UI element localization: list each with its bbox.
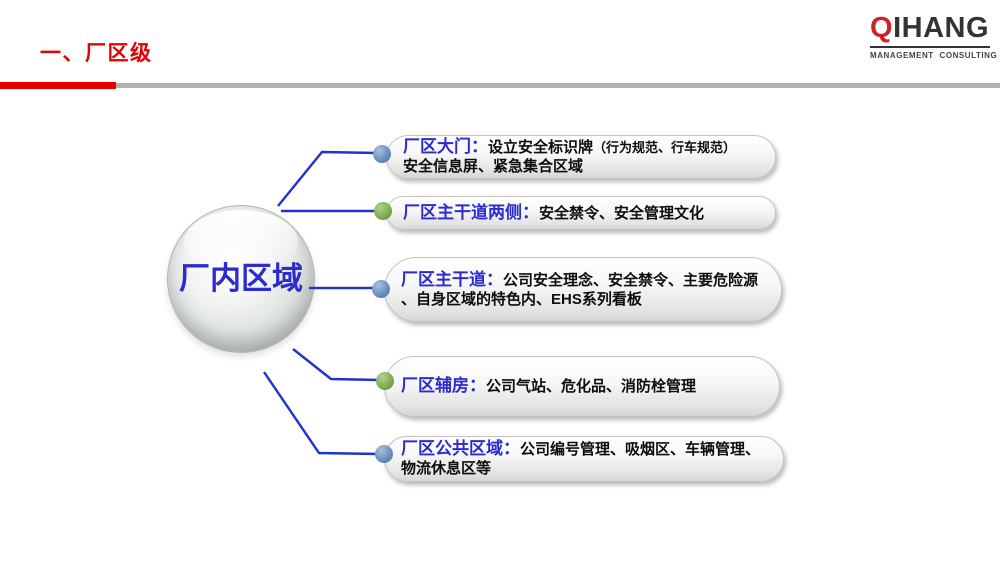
divider-red-segment (0, 82, 116, 89)
pill-title: 厂区主干道两侧： (403, 202, 539, 222)
pill-line2: 安全信息屏、紧急集合区域 (403, 158, 584, 176)
pill-body: 公司编号管理、吸烟区、车辆管理、 (520, 441, 761, 459)
pill-paren-note: （行为规范、行车规范） (593, 140, 737, 156)
pill-line: 厂区主干道两侧：安全禁令、安全管理文化 (403, 203, 763, 224)
node-dot-4 (376, 372, 394, 390)
logo-underline (870, 46, 990, 48)
logo-letter-q: Q (870, 12, 894, 44)
pill-body: 设立安全标识牌 (488, 139, 594, 157)
item-pill-public-areas: 厂区公共区域：公司编号管理、吸烟区、车辆管理、 物流休息区等 (384, 436, 784, 482)
pill-title: 厂区辅房： (401, 376, 486, 396)
pill-body: 安全禁令、安全管理文化 (539, 204, 705, 222)
node-dot-2 (374, 202, 392, 220)
logo-subtitle: MANAGEMENT CONSULTING (870, 51, 998, 60)
item-pill-factory-gate: 厂区大门：设立安全标识牌（行为规范、行车规范） 安全信息屏、紧急集合区域 (386, 135, 776, 179)
pill-body: 公司安全理念、安全禁令、主要危险源 (503, 271, 759, 289)
connector-line-5 (263, 371, 380, 456)
pill-line: 厂区辅房：公司气站、危化品、消防栓管理 (401, 376, 767, 397)
logo-letters-rest: IHANG (893, 12, 990, 44)
pill-line: 厂区大门：设立安全标识牌（行为规范、行车规范） (403, 137, 763, 158)
connector-line-4 (292, 348, 381, 382)
center-node-sphere: 厂内区域 (167, 205, 315, 353)
node-dot-3 (372, 280, 390, 298)
pill-line2: 、自身区域的特色内、EHS系列看板 (401, 290, 642, 308)
pill-line2: 物流休息区等 (401, 460, 492, 478)
node-dot-5 (375, 445, 393, 463)
pill-line: 厂区公共区域：公司编号管理、吸烟区、车辆管理、 (401, 439, 771, 460)
node-dot-1 (373, 145, 391, 163)
item-pill-auxiliary-rooms: 厂区辅房：公司气站、危化品、消防栓管理 (384, 356, 780, 417)
pill-title: 厂区主干道： (401, 269, 503, 289)
center-node-label: 厂内区域 (179, 260, 303, 296)
company-logo: QIHANG MANAGEMENT CONSULTING (870, 14, 998, 60)
page-title: 一、厂区级 (40, 42, 153, 65)
item-pill-main-road: 厂区主干道：公司安全理念、安全禁令、主要危险源 、自身区域的特色内、EHS系列看… (384, 257, 782, 322)
connector-line-1 (277, 150, 379, 207)
pill-title: 厂区公共区域： (401, 439, 520, 459)
pill-body: 公司气站、危化品、消防栓管理 (486, 378, 697, 396)
divider-gray-segment (116, 83, 1000, 88)
item-pill-main-road-sides: 厂区主干道两侧：安全禁令、安全管理文化 (386, 196, 776, 230)
logo-wordmark: QIHANG (870, 14, 994, 43)
pill-title: 厂区大门： (403, 137, 488, 157)
pill-line: 厂区主干道：公司安全理念、安全禁令、主要危险源 (401, 270, 769, 291)
